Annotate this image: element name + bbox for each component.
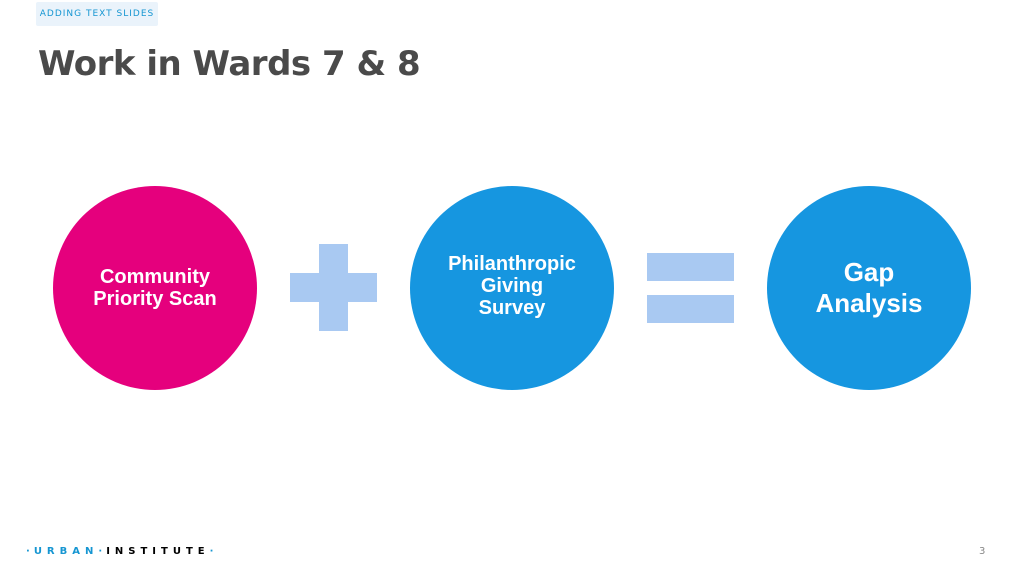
slide-title: Work in Wards 7 & 8 [38,44,421,84]
logo-dot: · [26,546,34,557]
logo-dot: · [209,546,218,557]
logo-dot: · [98,546,107,557]
urban-institute-logo: · URBAN · INSTITUTE · [26,546,217,557]
page-number: 3 [979,546,986,557]
logo-urban: URBAN [33,546,99,557]
equals-icon-bar [647,295,734,323]
plus-icon-bar [290,273,377,302]
section-tag: ADDING TEXT SLIDES [36,2,158,26]
logo-institute: INSTITUTE [106,546,210,557]
equals-icon [647,253,734,281]
